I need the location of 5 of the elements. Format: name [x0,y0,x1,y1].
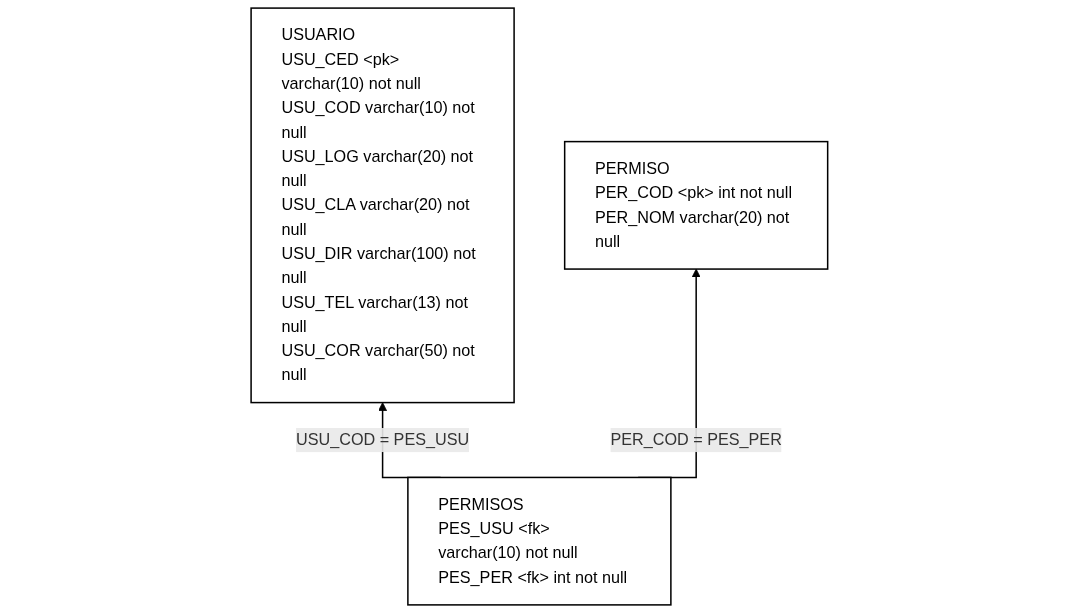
node-box: USUARIO USU_CED <pk> varchar(10) not null USU_COD varchar(10) not null USU_LOG varchar(20) not null USU_CLA varchar(20) not null USU_DIR varchar(100) not null USU_TEL varchar(13) not null USU_COR varchar(50) not null [249,7,515,404]
edge-label: USU_COD = PES_USU [295,430,469,449]
node-box: PERMISO PER_COD <pk> int not null PER_NOM varchar(20) not null [563,140,829,270]
node-box: PERMISOS PES_USU <fk> varchar(10) not null PES_PER <fk> int not null [406,476,672,606]
edge-label: PER_COD = PES_PER [610,430,782,449]
